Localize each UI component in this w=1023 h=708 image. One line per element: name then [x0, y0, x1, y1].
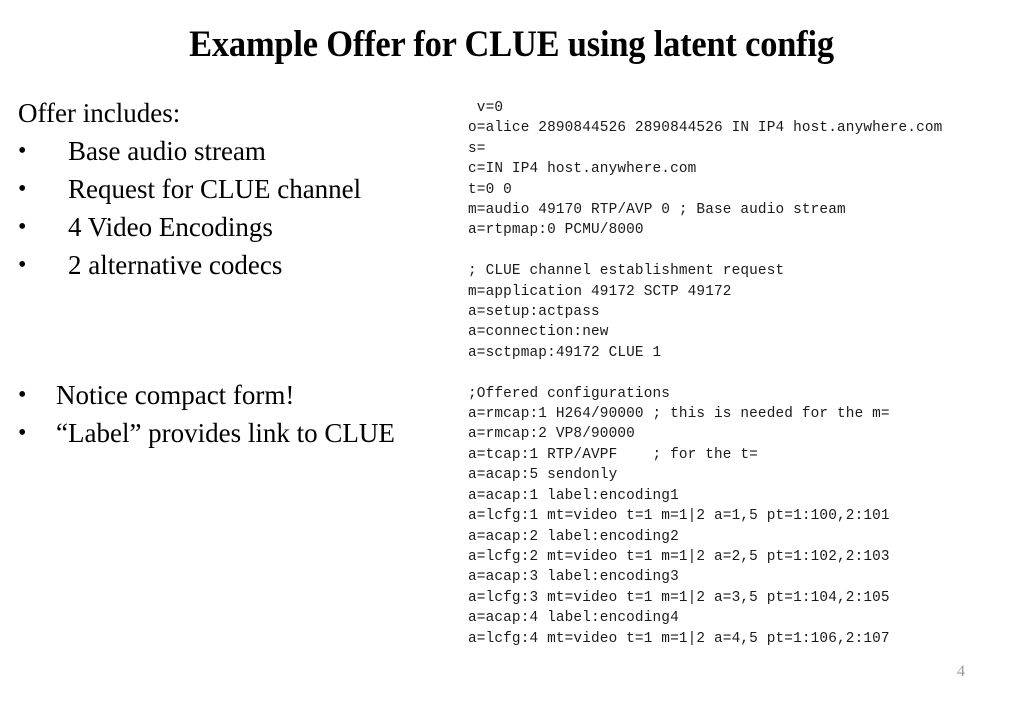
sdp-line: a=lcfg:3 mt=video t=1 m=1|2 a=3,5 pt=1:1…: [468, 589, 890, 606]
sdp-line: a=lcfg:2 mt=video t=1 m=1|2 a=2,5 pt=1:1…: [468, 548, 890, 565]
sdp-line: a=rmcap:1 H264/90000 ; this is needed fo…: [468, 406, 890, 423]
bullet-icon: •: [18, 176, 27, 202]
sdp-blank-line: [468, 241, 1013, 261]
left-content-column: Offer includes: • Base audio stream • Re…: [18, 94, 463, 452]
sdp-line: m=audio 49170 RTP/AVP 0 ; Base audio str…: [468, 202, 846, 219]
list-item: • Request for CLUE channel: [18, 170, 463, 208]
sdp-line: a=acap:2 label:encoding2: [468, 528, 679, 545]
list-item-label: 2 alternative codecs: [68, 250, 283, 280]
sdp-line: a=acap:1 label:encoding1: [468, 487, 679, 504]
sdp-line: a=lcfg:4 mt=video t=1 m=1|2 a=4,5 pt=1:1…: [468, 630, 890, 647]
list-item-label: Notice compact form!: [56, 380, 295, 410]
sdp-line: a=rmcap:2 VP8/90000: [468, 426, 635, 443]
offer-includes-heading: Offer includes:: [18, 98, 181, 128]
sdp-line: a=acap:5 sendonly: [468, 467, 618, 484]
sdp-line: o=alice 2890844526 2890844526 IN IP4 hos…: [468, 120, 943, 137]
sdp-line: m=application 49172 SCTP 49172: [468, 283, 732, 300]
sdp-line: ; CLUE channel establishment request: [468, 263, 785, 280]
list-item-label: Base audio stream: [68, 136, 266, 166]
list-item: • 4 Video Encodings: [18, 208, 463, 246]
sdp-line: t=0 0: [468, 181, 512, 198]
bullet-list-offer-contents: • Base audio stream • Request for CLUE c…: [18, 132, 463, 284]
bullet-list-notes: • Notice compact form! • “Label” provide…: [18, 376, 463, 452]
sdp-line: v=0: [468, 100, 504, 116]
bullet-icon: •: [18, 382, 27, 408]
sdp-line: a=tcap:1 RTP/AVPF ; for the t=: [468, 446, 758, 463]
bullet-icon: •: [18, 252, 27, 278]
page-title: Example Offer for CLUE using latent conf…: [189, 24, 834, 65]
list-item: • “Label” provides link to CLUE: [18, 414, 463, 452]
sdp-code-block: v=0 o=alice 2890844526 2890844526 IN IP4…: [468, 98, 1013, 649]
list-item-label: 4 Video Encodings: [68, 212, 273, 242]
list-item: • 2 alternative codecs: [18, 246, 463, 284]
bullet-icon: •: [18, 214, 27, 240]
list-item-label: “Label” provides link to CLUE: [56, 418, 395, 448]
list-item: • Base audio stream: [18, 132, 463, 170]
sdp-line: a=lcfg:1 mt=video t=1 m=1|2 a=1,5 pt=1:1…: [468, 508, 890, 525]
sdp-line: a=acap:4 label:encoding4: [468, 610, 679, 627]
sdp-line: c=IN IP4 host.anywhere.com: [468, 161, 697, 178]
sdp-line: a=rtpmap:0 PCMU/8000: [468, 222, 644, 239]
sdp-line: a=connection:new: [468, 324, 609, 341]
bullet-icon: •: [18, 138, 27, 164]
sdp-line: a=setup:actpass: [468, 304, 600, 321]
sdp-line: a=acap:3 label:encoding3: [468, 569, 679, 586]
list-item-label: Request for CLUE channel: [68, 174, 362, 204]
bullet-icon: •: [18, 420, 27, 446]
sdp-line: a=sctpmap:49172 CLUE 1: [468, 344, 662, 361]
page-number: 4: [957, 663, 965, 680]
sdp-line: ;Offered configurations: [468, 385, 671, 402]
sdp-line: s=: [468, 140, 486, 157]
list-item: • Notice compact form!: [18, 376, 463, 414]
sdp-blank-line: [468, 363, 1013, 383]
